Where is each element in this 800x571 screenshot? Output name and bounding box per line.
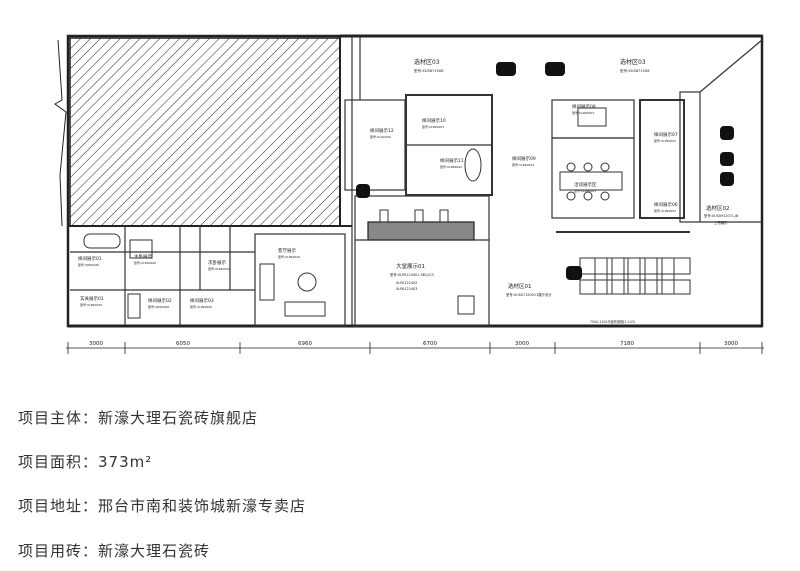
zone-yangban02-title: 样间展示02 [148, 297, 172, 304]
info-project-address: 项目地址：邢台市南和装饰城新濠专卖店 [18, 495, 306, 516]
zone-yangban07-sub: 型号:XLP90003 [654, 138, 676, 143]
zone-shangbu-title: 上帘展示 [714, 220, 728, 225]
zone-yangban12-title: 样间展示12 [370, 127, 394, 134]
dim-5: 3000 [515, 341, 529, 347]
dim-1: 3000 [89, 341, 103, 347]
dim-7: 3000 [724, 341, 738, 347]
zone-yangban06-sub: 型号:XLP90003 [654, 208, 676, 213]
zone-xuancai03-b-title: 选材区03 [620, 58, 646, 66]
hatched-area [69, 37, 341, 227]
zone-xuancai02-title: 选材区02 [706, 204, 730, 212]
zone-yangban01-title: 样间展示01 [78, 255, 102, 262]
zone-dating-sub3: XLPA122403 [396, 287, 417, 291]
zone-xuancai03-a-title: 选材区03 [414, 58, 440, 66]
zone-yangban03-title: 样间展示03 [190, 297, 214, 304]
zone-keting-sub: 型号:XLP90020 [278, 254, 300, 259]
dim-2: 6050 [176, 341, 190, 347]
zone-qiatan-sub: 型号:XLP90003 [574, 188, 596, 193]
zone-xuancai03-b-sub: 型号:XUS871508 [620, 68, 650, 73]
zone-xuanguan-title: 玄关展示01 [80, 295, 104, 302]
zone-xuanguan-sub: 型号:XLP90020 [80, 302, 102, 307]
info-project-subject: 项目主体：新濠大理石瓷砖旗舰店 [18, 407, 258, 428]
dimension-line [66, 342, 764, 354]
zone-xuancai01-title: 选材区01 [508, 282, 532, 290]
zone-yangban09-title: 样间展示09 [512, 155, 536, 162]
zone-keting-title: 客厅展示 [278, 247, 296, 254]
zone-xuancai03-a-sub: 型号:XUS871508 [414, 68, 444, 73]
info-label: 项目主体： [18, 409, 99, 427]
info-label: 项目用砖： [18, 542, 99, 560]
zone-yangban10-title: 样间展示10 [422, 117, 446, 124]
zone-yangban01-sub: 型号:XJP90020 [78, 262, 99, 267]
zone-yangban11-sub: 型号:XLP66000 [440, 164, 462, 169]
info-value: 373m² [98, 453, 153, 471]
zone-xuancai01-sub: 型号:XUS07150011展厅设计 [506, 292, 552, 297]
break-line [54, 39, 67, 227]
plan-bottom-note: 700A-1100平面布置图(1:143) [590, 319, 635, 324]
partitions [70, 36, 763, 327]
info-value: 邢台市南和装饰城新濠专卖店 [98, 497, 307, 515]
info-value: 新濠大理石瓷砖旗舰店 [98, 409, 259, 427]
floor-plan: 选材区03 型号:XUS871508 选材区03 型号:XUS871508 样间… [54, 34, 764, 354]
zone-qiatan-title: 洽谈展示区 [574, 181, 597, 188]
zone-labels: 选材区03 型号:XUS871508 选材区03 型号:XUS871508 样间… [78, 58, 739, 324]
dimension-labels: 3000 6050 6960 6700 3000 7180 3000 [89, 341, 738, 347]
zone-yangban10-sub: 型号:XLP90003 [422, 124, 444, 129]
zone-ciwo-sub: 型号:XLP90020 [208, 266, 230, 271]
plant-icons [356, 62, 734, 280]
zone-yangban07-title: 样间展示07 [654, 131, 678, 138]
zone-dating-title: 大堂展示01 [396, 262, 425, 270]
zone-yangban09-sub: 型号:XLP90003 [512, 162, 534, 167]
zone-yangban08-sub: 型号:XLP90003 [572, 110, 594, 115]
zone-zhuwo-sub: 型号:XLP90000 [134, 260, 156, 265]
zone-yangban02-sub: 型号:XJP90020 [148, 304, 169, 309]
dim-6: 7180 [620, 341, 634, 347]
dim-3: 6960 [298, 341, 312, 347]
info-project-tiles: 项目用砖：新濠大理石瓷砖 [18, 540, 210, 561]
zone-yangban03-sub: 型号:XLP90000 [190, 304, 212, 309]
info-label: 项目地址： [18, 497, 99, 515]
zone-yangban06-title: 样间展示06 [654, 201, 678, 208]
zone-xuancai02-sub: 型号:XUS091207L-/B [704, 213, 739, 218]
info-label: 项目面积： [18, 453, 99, 471]
info-value: 新濠大理石瓷砖 [98, 542, 211, 560]
zone-dating-sub2: XLPA122402 [396, 281, 417, 285]
zone-ciwo-title: 次卧展示 [208, 259, 226, 266]
zone-yangban12-sub: 型号:XLG0200 [370, 134, 391, 139]
zone-yangban11-title: 样间展示11 [440, 157, 464, 164]
zone-dating-sub: 型号:XLPK120401-981/2/3 [390, 272, 434, 277]
info-project-area: 项目面积：373m² [18, 451, 152, 472]
zone-yangban08-title: 样间展示08 [572, 103, 596, 110]
dim-4: 6700 [423, 341, 437, 347]
furniture [83, 107, 691, 319]
zone-zhuwo-title: 主卧展示 [134, 253, 152, 260]
